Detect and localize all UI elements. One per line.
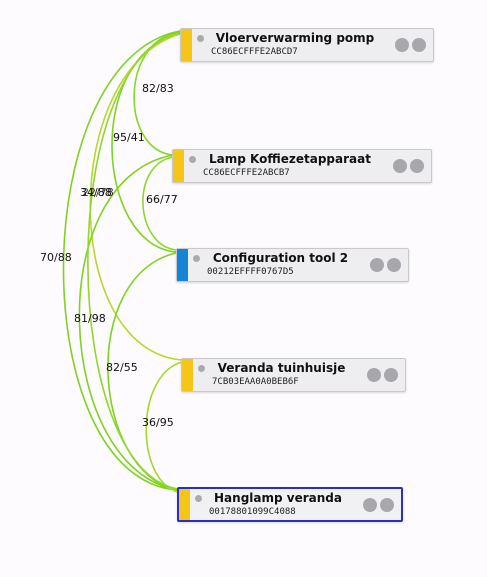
node-address: CC86ECFFFE2ABCB7 [203,168,290,178]
link-vloer-hanglamp-inner [87,32,181,490]
node-type-bar [181,29,192,61]
node-action-button[interactable] [393,159,407,173]
node-action-button[interactable] [370,258,384,272]
node-type-bar [182,359,193,391]
link-label: 70/88 [40,251,72,264]
node-type-bar [179,489,190,520]
node-action-button[interactable] [380,498,394,512]
node-address: CC86ECFFFE2ABCD7 [211,47,298,57]
status-dot-icon [197,35,204,42]
link-vloer-lamp [133,31,181,156]
link-veranda-hanglamp [145,361,183,493]
node-title: Lamp Koffiezetapparaat [209,152,371,166]
node-address: 00178801099C4088 [209,507,296,517]
link-lamp-config [142,156,177,251]
node-address: 7CB03EAA0A0BEB6F [212,377,299,387]
node-action-button[interactable] [410,159,424,173]
link-lamp-hanglamp [78,154,179,491]
node-lamp-koffiezetapparaat[interactable]: Lamp Koffiezetapparaat CC86ECFFFE2ABCB7 [172,149,432,183]
link-label: 36/95 [142,416,174,429]
link-label: 22/78 [82,186,114,199]
link-label: 95/41 [113,131,145,144]
node-hanglamp-veranda[interactable]: Hanglamp veranda 00178801099C4088 [177,487,403,522]
node-title: Hanglamp veranda [214,491,342,505]
link-label: 66/77 [146,193,178,206]
node-title: Vloerverwarming pomp [215,31,375,45]
node-action-button[interactable] [395,38,409,52]
link-label: 82/55 [106,361,138,374]
node-action-button[interactable] [367,368,381,382]
node-type-bar [177,249,188,281]
node-action-button[interactable] [384,368,398,382]
node-type-bar [173,150,184,182]
link-label: 34/88 [80,186,112,199]
node-veranda-tuinhuisje[interactable]: Veranda tuinhuisje 7CB03EAA0A0BEB6F [181,358,406,392]
node-action-button[interactable] [363,498,377,512]
node-title: Configuration tool 2 [212,251,349,265]
status-dot-icon [193,255,200,262]
node-title: Veranda tuinhuisje [217,361,346,375]
node-action-button[interactable] [387,258,401,272]
node-address: 00212EFFFF0767D5 [207,267,294,277]
link-label: 82/83 [142,82,174,95]
link-vloer-hanglamp [62,30,181,491]
status-dot-icon [198,365,205,372]
link-label: 81/98 [74,312,106,325]
status-dot-icon [189,156,196,163]
node-vloerverwarming-pomp[interactable]: Vloerverwarming pomp CC86ECFFFE2ABCD7 [180,28,434,62]
node-configuration-tool-2[interactable]: Configuration tool 2 00212EFFFF0767D5 [176,248,409,282]
status-dot-icon [195,495,202,502]
node-action-button[interactable] [412,38,426,52]
